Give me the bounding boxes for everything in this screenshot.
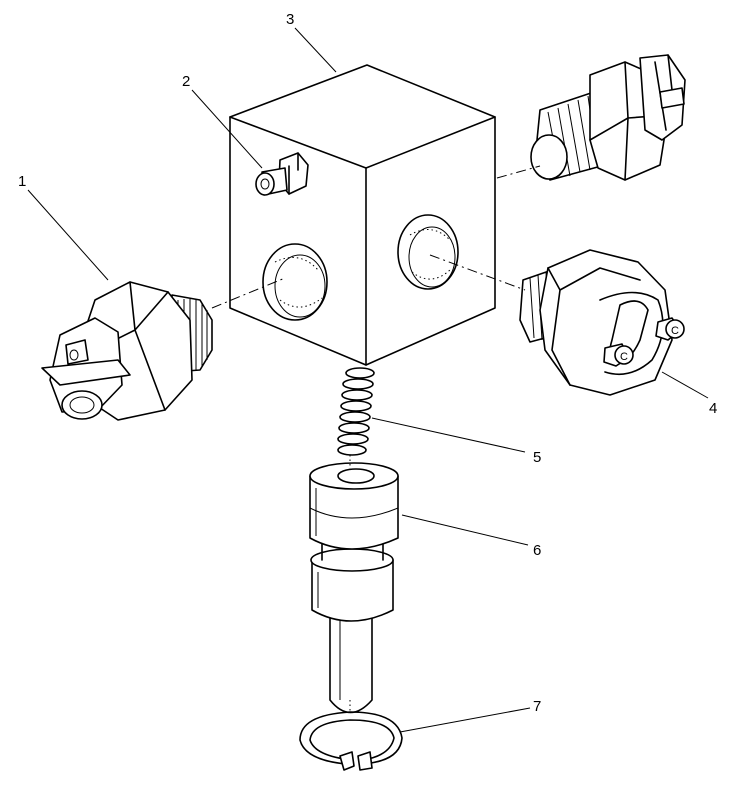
terminal-label-1: C <box>671 325 679 337</box>
callout-5: 5 <box>533 449 542 466</box>
callout-6: 6 <box>533 542 542 559</box>
leader-4 <box>661 371 709 399</box>
switch-top-right <box>530 54 686 181</box>
spring <box>337 367 375 456</box>
switch-left <box>41 281 213 421</box>
piston <box>309 462 399 714</box>
grease-nipple <box>255 152 309 196</box>
leader-6 <box>401 514 529 546</box>
callout-3: 3 <box>286 11 295 28</box>
leader-5 <box>371 417 526 453</box>
circlip <box>299 711 403 771</box>
callout-7: 7 <box>533 698 542 715</box>
axis-right <box>429 254 526 291</box>
leader-7 <box>399 707 531 733</box>
axis-top <box>496 165 541 179</box>
leader-2 <box>191 89 263 169</box>
axis-left <box>211 277 286 309</box>
switch-right <box>519 249 685 396</box>
terminal-label-2: C <box>620 351 628 363</box>
callout-2: 2 <box>182 73 191 90</box>
leader-1 <box>27 189 109 281</box>
leader-3 <box>294 27 337 73</box>
callout-4: 4 <box>709 400 718 417</box>
valve-block <box>229 64 496 366</box>
callout-1: 1 <box>18 173 27 190</box>
